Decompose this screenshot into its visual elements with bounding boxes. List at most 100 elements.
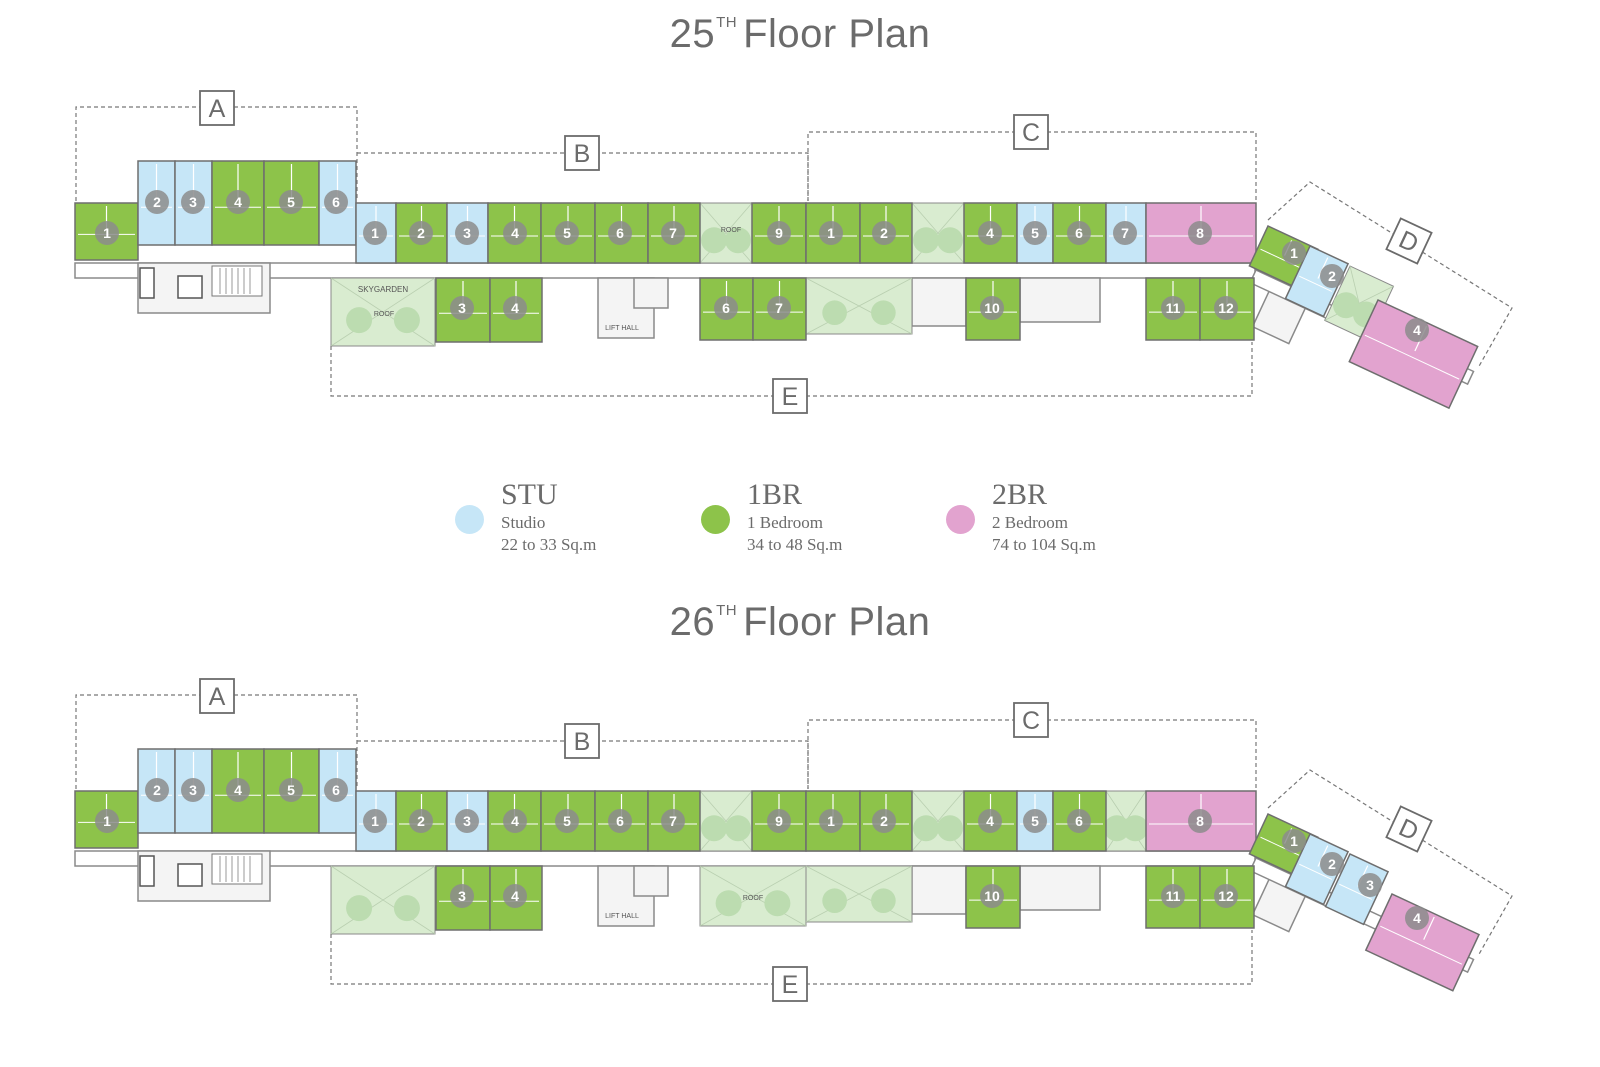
tree [715,890,742,917]
floor-25-title-text: Floor Plan [743,12,931,56]
roof-line [699,790,753,852]
zone-label-box [772,378,808,414]
zone-label-text: C [1022,707,1040,735]
unit-number-badge [978,221,1002,245]
unit-number-badge [409,809,433,833]
unit-number: 11 [1166,300,1181,316]
unit-number: 9 [775,813,783,829]
tree [1103,815,1130,842]
unit-number-badge [714,296,738,320]
unit-number-badge [1113,221,1137,245]
lift-shaft [177,275,203,299]
unit-type-legend: STU Studio 22 to 33 Sq.m 1BR 1 Bedroom 3… [0,478,1600,568]
sky-garden [805,865,913,923]
legend-code-1br: 1BR [747,478,803,511]
unit-number-badge [181,778,205,802]
tree [871,888,896,914]
unit-number: 1 [103,225,111,241]
unit-number: 1 [1290,833,1298,849]
unit-number: 7 [1121,225,1129,241]
tree [393,895,420,922]
unit-number-badge [555,221,579,245]
zone-label-box [772,966,808,1002]
zone-label-box [564,135,600,171]
unit-number-badge [455,221,479,245]
lift-shaft [139,267,155,299]
unit-shape [1324,853,1390,926]
service-core [911,865,967,915]
service-core [1019,277,1101,323]
unit-number-badge [145,190,169,214]
tree [701,227,728,254]
legend-size-1br: 34 to 48 Sq.m [747,535,843,554]
unit-number: 6 [1075,813,1083,829]
tree [822,300,847,326]
floor-26-suffix-th: TH [716,602,738,619]
sky-garden [1103,790,1149,852]
zone-label-text: B [574,140,591,168]
tree [936,227,963,254]
tree [1333,292,1360,319]
unit-number: 4 [511,888,519,904]
tree [346,307,373,334]
zone-label-b: B [564,723,600,759]
unit-shape [1364,893,1481,992]
unit-number-badge [1161,296,1185,320]
roof-line [330,277,436,347]
roof-label: ROOF [743,895,763,902]
unit-number-badge [324,190,348,214]
zone-label-text: C [1022,119,1040,147]
unit-number: 2 [417,225,425,241]
unit-number: 1 [827,225,835,241]
unit-number-badge [1405,318,1429,342]
unit-number-badge [1320,264,1344,288]
legend-swatch-stu [455,505,484,534]
unit-number-badge [503,221,527,245]
unit-number-badge [1023,221,1047,245]
zone-label-c: C [1013,702,1049,738]
unit-number: 4 [511,225,519,241]
unit-number-badge [872,221,896,245]
unit-number-badge [455,809,479,833]
floor-26-number: 26 [669,600,716,644]
unit-number: 2 [153,194,161,210]
legend-code-stu: STU [501,478,558,511]
legend-swatch-2br [946,505,975,534]
unit-number-badge [555,809,579,833]
unit-1br [594,790,649,852]
unit-number: 5 [563,813,571,829]
unit-number: 4 [234,782,242,798]
unit-number-badge [767,809,791,833]
zone-label-e: E [772,378,808,414]
unit-number: 8 [1196,813,1204,829]
tree [346,895,373,922]
unit-number: 1 [827,813,835,829]
unit-number: 6 [616,813,624,829]
unit-2br [1364,893,1481,992]
legend-size-2br: 74 to 104 Sq.m [992,535,1096,554]
unit-number: 3 [189,782,197,798]
unit-number: 1 [103,813,111,829]
unit-number: 8 [1196,225,1204,241]
tree [724,815,751,842]
service-core [633,865,669,897]
roof-line [911,202,965,264]
roof-line [805,865,913,923]
zone-label-b: B [564,135,600,171]
zone-label-text: B [574,728,591,756]
unit-number: 5 [1031,225,1039,241]
unit-partition [1317,257,1329,279]
zone-label-box [199,678,235,714]
sky-garden [330,865,436,935]
zone-label-text: E [782,971,799,999]
sky-garden [911,790,965,852]
unit-number: 4 [511,813,519,829]
tree [724,227,751,254]
unit-stu [355,202,397,264]
zone-label-c: C [1013,114,1049,150]
unit-number-badge [1282,241,1306,265]
unit-number-badge [608,809,632,833]
skygarden-label: SKYGARDEN [358,285,408,294]
